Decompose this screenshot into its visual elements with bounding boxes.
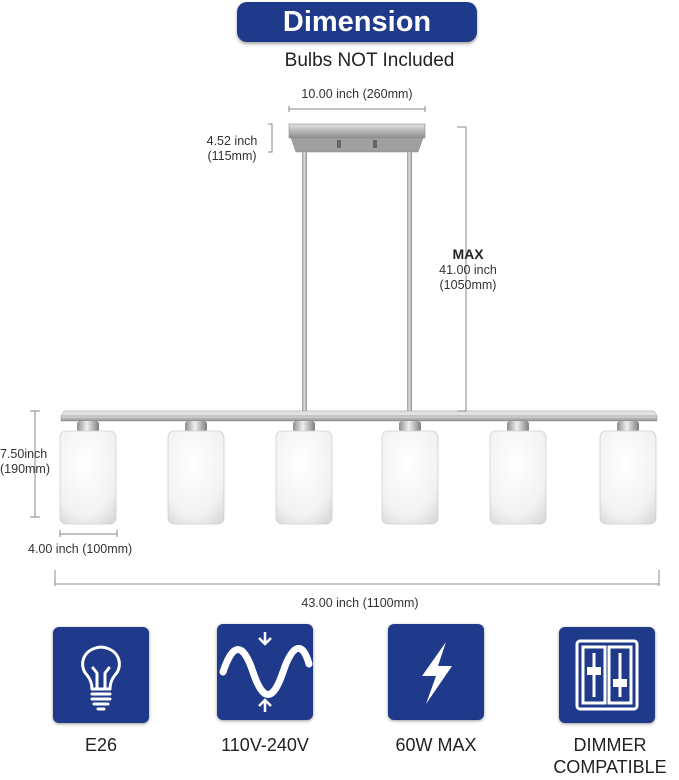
max-height-mm: (1050mm) — [439, 278, 497, 292]
glass-shade — [381, 421, 439, 525]
dimmer-switch-icon — [559, 627, 655, 723]
dimmer-label-line2: COMPATIBLE — [553, 757, 667, 777]
bulb-icon — [53, 627, 149, 723]
title-badge: Dimension — [237, 2, 477, 42]
feature-label-wattage: 60W MAX — [395, 735, 477, 755]
canopy — [288, 123, 426, 153]
lightning-icon — [388, 624, 484, 720]
shade-height-inch: 7.50inch — [0, 447, 48, 461]
shade-height-label: 7.50inch (190mm) — [0, 447, 64, 477]
shade-width-label: 4.00 inch (100mm) — [28, 542, 133, 556]
shade-height-mm: (190mm) — [0, 462, 51, 476]
canopy-width-label: 10.00 inch (260mm) — [301, 87, 413, 101]
feature-label-voltage: 110V-240V — [221, 735, 309, 755]
subtitle: Bulbs NOT Included — [284, 50, 455, 71]
page-title: Dimension — [282, 5, 432, 38]
dimmer-label-line1: DIMMER — [573, 735, 647, 755]
fixture-bar — [60, 410, 658, 422]
feature-label-dimmer: DIMMER COMPATIBLE — [530, 734, 679, 778]
glass-shades — [59, 421, 657, 525]
max-height-inch: 41.00 inch — [439, 263, 497, 277]
suspension-rod-left — [302, 152, 307, 412]
suspension-rod-right — [407, 152, 412, 412]
glass-shade — [275, 421, 333, 525]
product-drawing — [30, 106, 660, 586]
feature-label-e26: E26 — [84, 735, 118, 755]
canopy-height-mm: (115mm) — [207, 149, 257, 163]
dimension-lines — [30, 106, 660, 586]
max-height-label: MAX 41.00 inch (1050mm) — [425, 246, 511, 293]
max-label: MAX — [452, 246, 484, 262]
glass-shade — [167, 421, 225, 525]
voltage-wave-icon — [217, 624, 313, 720]
glass-shade — [599, 421, 657, 525]
canopy-height-inch: 4.52 inch — [206, 134, 258, 148]
total-length-label: 43.00 inch (1100mm) — [301, 596, 419, 610]
glass-shade — [489, 421, 547, 525]
glass-shade — [59, 421, 117, 525]
canopy-height-label: 4.52 inch (115mm) — [196, 134, 268, 164]
